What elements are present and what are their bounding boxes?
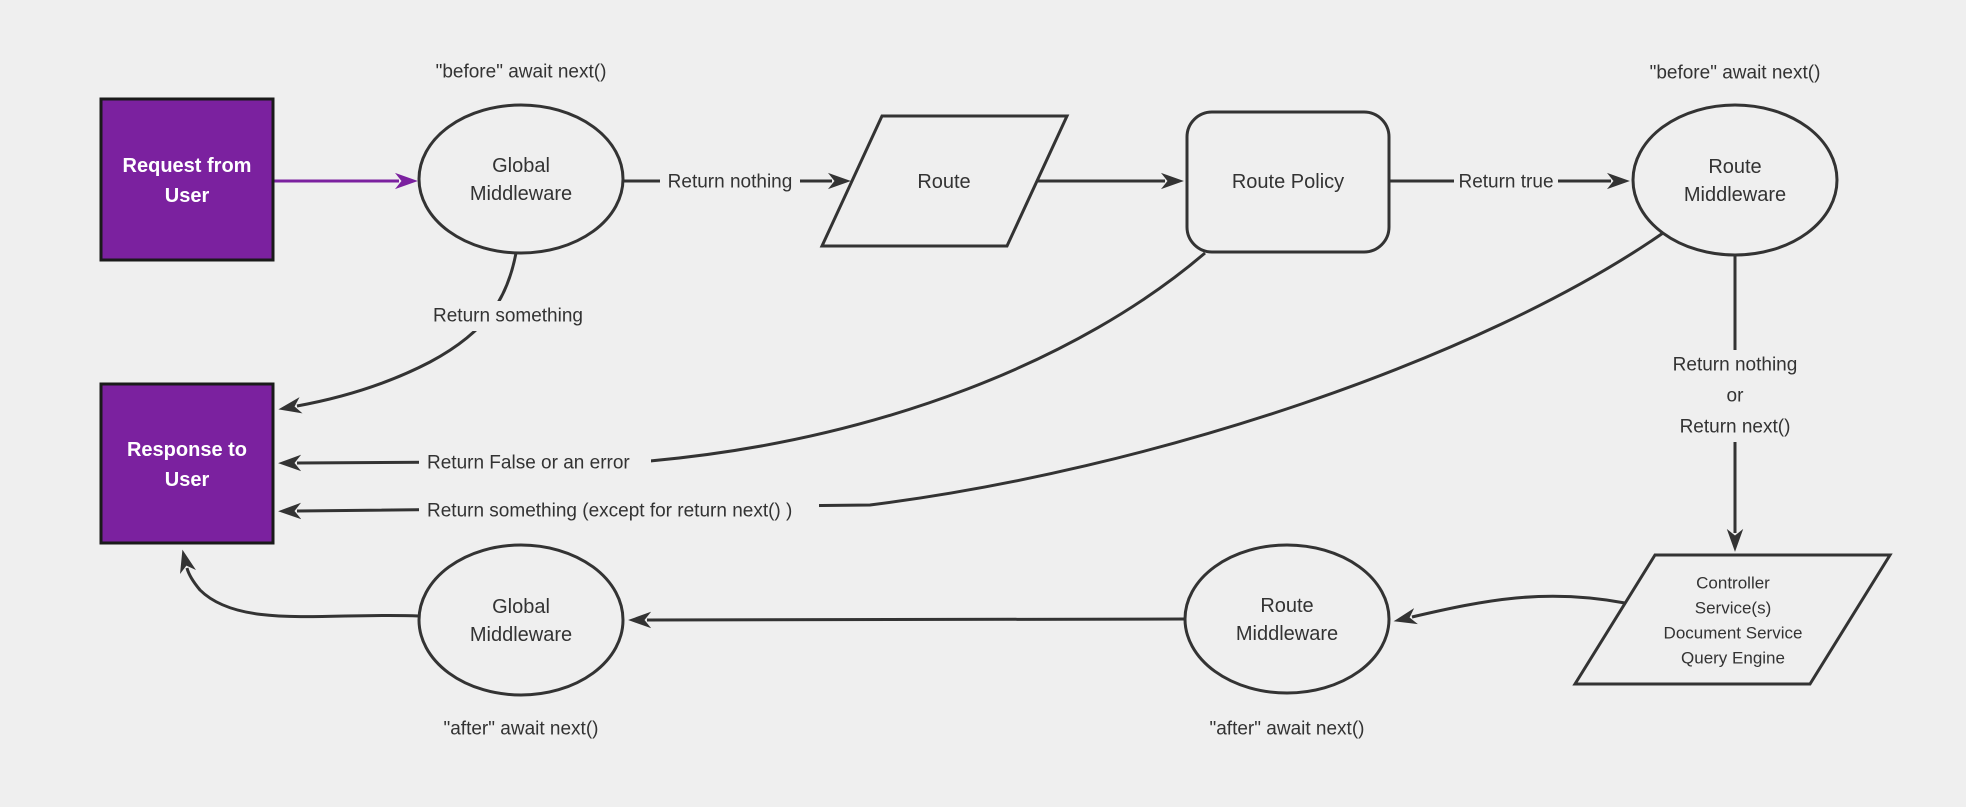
nodes: Request from User Global Middleware Rout… xyxy=(99,97,1893,697)
label-return-nothing: Return nothing xyxy=(668,172,793,193)
node-route-policy xyxy=(1185,110,1391,254)
node-response-to-user-label-line2: User xyxy=(165,469,210,491)
label-return-false-or-error: Return False or an error xyxy=(427,453,630,474)
node-route-middleware-bottom xyxy=(1183,543,1391,695)
node-global-middleware-top-label-line1: Global xyxy=(492,155,550,177)
edge-global-middleware-bottom-to-response xyxy=(180,549,420,619)
node-route xyxy=(819,114,1070,248)
node-route-middleware-top-label-line2: Middleware xyxy=(1684,184,1786,206)
edge-global-middleware-to-response xyxy=(278,252,518,414)
label-after-await-next-left: "after" await next() xyxy=(444,719,599,740)
node-global-middleware-bottom-label-line1: Global xyxy=(492,596,550,618)
label-bg-return-true xyxy=(1454,167,1558,197)
label-after-await-next-right: "after" await next() xyxy=(1210,719,1365,740)
node-controller-stack-label-line4: Query Engine xyxy=(1681,649,1785,668)
node-controller-stack-label-line3: Document Service xyxy=(1664,624,1803,643)
node-response-to-user-label-line1: Response to xyxy=(127,439,247,461)
node-response-to-user xyxy=(99,382,275,545)
node-route-middleware-bottom-label-line2: Middleware xyxy=(1236,623,1338,645)
edge-label-backgrounds xyxy=(419,167,1818,526)
node-global-middleware-top xyxy=(417,103,625,255)
label-return-nothing-or-line3: Return next() xyxy=(1680,417,1791,438)
label-return-nothing-or-line1: Return nothing xyxy=(1673,355,1798,376)
node-controller-stack-label-line2: Service(s) xyxy=(1695,599,1772,618)
edges xyxy=(180,172,1744,629)
edge-route-policy-to-response xyxy=(278,251,1206,472)
edge-route-middleware-bottom-to-global-middleware-bottom xyxy=(628,611,1186,629)
node-route-middleware-top xyxy=(1631,103,1839,257)
label-bg-return-nothing-or xyxy=(1652,350,1818,442)
node-global-middleware-bottom-label-line2: Middleware xyxy=(470,624,572,646)
label-return-true: Return true xyxy=(1458,172,1553,193)
node-request-from-user-label-line1: Request from xyxy=(123,155,252,177)
node-global-middleware-top-label-line2: Middleware xyxy=(470,183,572,205)
label-bg-return-something xyxy=(432,301,584,331)
node-route-middleware-bottom-label-line1: Route xyxy=(1260,595,1313,617)
edge-controller-to-route-middleware-bottom xyxy=(1393,594,1626,625)
label-bg-return-false xyxy=(419,448,651,478)
node-request-from-user-label-line2: User xyxy=(165,185,210,207)
edge-route-middleware-to-response xyxy=(278,231,1664,520)
label-return-nothing-or-line2: or xyxy=(1727,386,1745,407)
node-controller-stack xyxy=(1572,553,1893,686)
node-route-policy-label: Route Policy xyxy=(1232,171,1344,193)
node-controller-stack-label-line1: Controller xyxy=(1696,574,1770,593)
node-route-middleware-top-label-line1: Route xyxy=(1708,156,1761,178)
label-bg-return-nothing xyxy=(660,167,800,197)
label-before-await-next-right: "before" await next() xyxy=(1650,63,1821,84)
label-before-await-next-left: "before" await next() xyxy=(436,62,607,83)
node-route-label: Route xyxy=(917,171,970,193)
label-bg-return-something-except xyxy=(419,496,819,526)
edge-labels: "before" await next() "before" await nex… xyxy=(427,62,1820,740)
node-request-from-user xyxy=(99,97,275,262)
label-return-something-except: Return something (except for return next… xyxy=(427,501,792,522)
label-return-something: Return something xyxy=(433,306,583,327)
node-global-middleware-bottom xyxy=(417,543,625,697)
